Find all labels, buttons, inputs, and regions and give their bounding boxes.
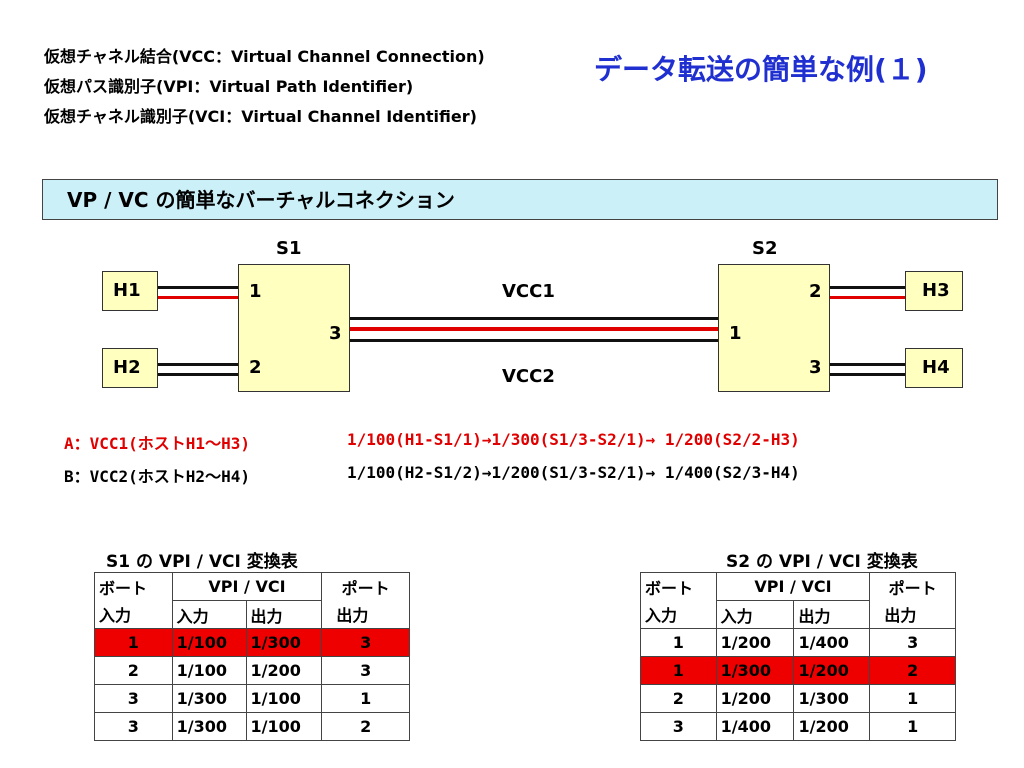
cell-vpi-vci-out: 1/400 (793, 628, 871, 657)
cell-vpi-vci-out: 1/300 (793, 684, 871, 713)
route-b: B：VCC2(ホストH2～H4) 1/100(H2-S1/2)→1/200(S1… (64, 463, 944, 486)
cell-port-out: 2 (321, 712, 410, 741)
route-b-path: 1/100(H2-S1/2)→1/200(S1/3-S2/1)→ 1/400(S… (347, 463, 800, 482)
s1-port-2: 2 (249, 357, 262, 378)
cell-port-out: 3 (321, 656, 410, 685)
cell-port-in: 1 (94, 628, 173, 657)
header-input-port-sub: 入力 (640, 600, 717, 629)
table-row: 3 1/300 1/100 1 (94, 684, 410, 713)
definition-vci: 仮想チャネル識別子(VCI：Virtual Channel Identifier… (44, 107, 477, 126)
switch-s1: 1 2 3 (238, 264, 350, 392)
definition-vcc: 仮想チャネル結合(VCC：Virtual Channel Connection) (44, 47, 485, 66)
wire-h1-s1-top (158, 286, 238, 289)
cell-port-out: 1 (869, 712, 956, 741)
trunk-line-vcc1 (350, 327, 718, 331)
s2-port-1: 1 (729, 323, 742, 344)
section-banner: VP / VC の簡単なバーチャルコネクション (42, 179, 998, 220)
cell-port-in: 2 (640, 684, 717, 713)
table-row: 3 1/300 1/100 2 (94, 712, 410, 741)
header-input-port: ボート (640, 572, 717, 601)
header-in: 入力 (715, 600, 795, 629)
switch-s1-label: S1 (276, 238, 302, 259)
cell-vpi-vci-out: 1/100 (245, 684, 323, 713)
cell-vpi-vci-in: 1/200 (715, 684, 795, 713)
route-a-path: 1/100(H1-S1/1)→1/300(S1/3-S2/1)→ 1/200(S… (347, 430, 800, 449)
route-a-label: A：VCC1(ホストH1～H3) (64, 434, 250, 453)
s2-port-2: 2 (809, 281, 822, 302)
host-h3: H3 (905, 271, 963, 311)
route-a: A：VCC1(ホストH1～H3) 1/100(H1-S1/1)→1/300(S1… (64, 430, 944, 453)
cell-port-out: 1 (321, 684, 410, 713)
definitions-block: 仮想チャネル結合(VCC：Virtual Channel Connection)… (44, 42, 485, 132)
table-row: 2 1/100 1/200 3 (94, 656, 410, 685)
switch-s2: 2 1 3 (718, 264, 830, 392)
s2-table-caption: S2 の VPI / VCI 変換表 (726, 552, 918, 572)
cell-vpi-vci-in: 1/400 (715, 712, 795, 741)
page-title: データ転送の簡単な例(１) (594, 53, 928, 86)
cell-vpi-vci-in: 1/300 (715, 656, 795, 685)
s1-port-1: 1 (249, 281, 262, 302)
table-row: 1 1/100 1/300 3 (94, 628, 410, 657)
trunk-line-top (350, 317, 718, 320)
wire-h2-s1-vcc2 (158, 363, 238, 366)
s1-vpi-vci-table: ボート VPI / VCI ポート 入力 入力 出力 出力 1 1/100 1/… (94, 572, 410, 741)
cell-port-in: 2 (94, 656, 173, 685)
header-output-port-sub: 出力 (869, 600, 956, 629)
cell-port-in: 1 (640, 656, 717, 685)
cell-vpi-vci-out: 1/200 (793, 712, 871, 741)
cell-vpi-vci-out: 1/300 (245, 628, 323, 657)
definition-vpi: 仮想パス識別子(VPI：Virtual Path Identifier) (44, 77, 414, 96)
cell-vpi-vci-out: 1/200 (793, 656, 871, 685)
header-vpi-vci: VPI / VCI (171, 572, 323, 601)
cell-vpi-vci-out: 1/100 (245, 712, 323, 741)
s1-table-caption: S1 の VPI / VCI 変換表 (106, 552, 298, 572)
header-out: 出力 (793, 600, 871, 629)
header-input-port: ボート (94, 572, 173, 601)
table-row: 1 1/200 1/400 3 (640, 628, 956, 657)
vcc2-label: VCC2 (502, 366, 555, 387)
host-h2: H2 (102, 348, 158, 388)
header-input-port-sub: 入力 (94, 600, 173, 629)
wire-s2-h3-top (830, 286, 905, 289)
cell-port-out: 3 (869, 628, 956, 657)
switch-s2-label: S2 (752, 238, 778, 259)
cell-vpi-vci-in: 1/100 (171, 628, 247, 657)
cell-port-in: 1 (640, 628, 717, 657)
table-row: 2 1/200 1/300 1 (640, 684, 956, 713)
wire-s2-h3-vcc1 (830, 296, 905, 299)
s1-port-3: 3 (329, 323, 342, 344)
cell-port-out: 1 (869, 684, 956, 713)
cell-port-out: 2 (869, 656, 956, 685)
s2-port-3: 3 (809, 357, 822, 378)
host-h4: H4 (905, 348, 963, 388)
cell-port-in: 3 (94, 684, 173, 713)
route-b-label: B：VCC2(ホストH2～H4) (64, 467, 250, 486)
cell-port-in: 3 (640, 712, 717, 741)
header-vpi-vci: VPI / VCI (715, 572, 871, 601)
cell-vpi-vci-in: 1/200 (715, 628, 795, 657)
cell-port-in: 3 (94, 712, 173, 741)
header-output-port-sub: 出力 (321, 600, 410, 629)
wire-s2-h4-bottom (830, 373, 905, 376)
cell-vpi-vci-in: 1/100 (171, 656, 247, 685)
header-output-port: ポート (321, 572, 410, 601)
s2-vpi-vci-table: ボート VPI / VCI ポート 入力 入力 出力 出力 1 1/200 1/… (640, 572, 956, 741)
table-row: 3 1/400 1/200 1 (640, 712, 956, 741)
wire-h2-s1-bottom (158, 373, 238, 376)
cell-vpi-vci-out: 1/200 (245, 656, 323, 685)
wire-h1-s1-vcc1 (158, 296, 238, 299)
table-row: 1 1/300 1/200 2 (640, 656, 956, 685)
cell-vpi-vci-in: 1/300 (171, 712, 247, 741)
header-output-port: ポート (869, 572, 956, 601)
cell-vpi-vci-in: 1/300 (171, 684, 247, 713)
header-in: 入力 (171, 600, 247, 629)
host-h1: H1 (102, 271, 158, 311)
cell-port-out: 3 (321, 628, 410, 657)
wire-s2-h4-vcc2 (830, 363, 905, 366)
trunk-line-vcc2 (350, 339, 718, 342)
header-out: 出力 (245, 600, 323, 629)
vcc1-label: VCC1 (502, 281, 555, 302)
